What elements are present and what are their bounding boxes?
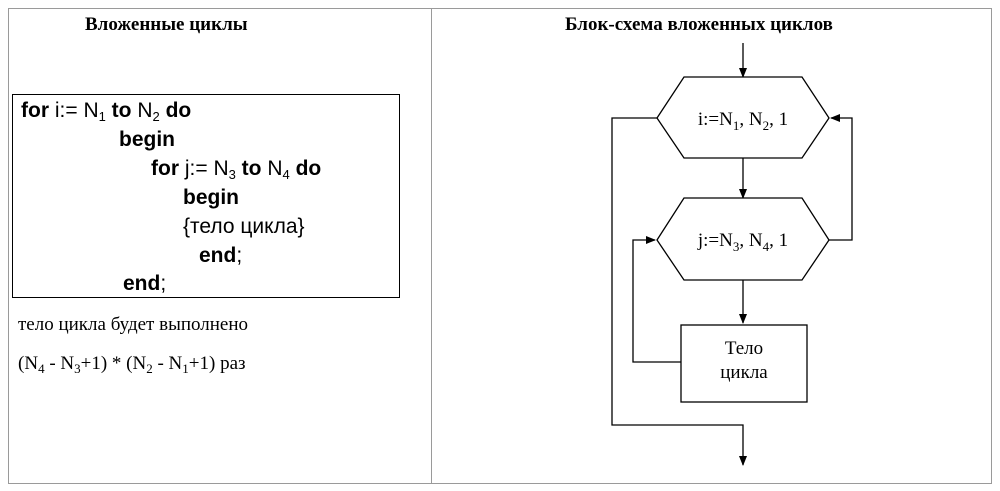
code-line-begin-inner: begin <box>183 186 239 209</box>
outer-loop-return-line <box>829 114 853 241</box>
code-line-for-i: for i:= N1 to N2 do <box>21 99 192 124</box>
code-block: for i:= N1 to N2 do begin for j:= N3 to … <box>12 94 400 298</box>
left-title: Вложенные циклы <box>85 14 248 35</box>
body-label-line2: цикла <box>720 362 768 383</box>
code-line-end-outer: end; <box>123 272 167 295</box>
outer-loop-label: i:=N1, N2, 1 <box>698 109 788 133</box>
inner-loop-return-line <box>632 236 681 363</box>
inner-loop-label: j:=N3, N4, 1 <box>697 230 788 254</box>
right-title: Блок-схема вложенных циклов <box>565 14 833 35</box>
code-line-begin-outer: begin <box>119 128 175 151</box>
loop-body-block <box>680 324 808 403</box>
right-cell <box>431 8 992 484</box>
outer-loop-hexagon <box>656 76 830 159</box>
code-line-loop-body: {тело цикла} <box>183 215 305 238</box>
body-label-line1: Тело <box>725 338 763 359</box>
code-line-end-inner: end; <box>199 244 243 267</box>
outer-exit-line <box>611 117 747 466</box>
iteration-formula: (N4 - N3+1) * (N2 - N1+1) раз <box>18 353 246 376</box>
code-line-for-j: for j:= N3 to N4 do <box>151 157 322 182</box>
note-text: тело цикла будет выполнено <box>18 314 249 335</box>
